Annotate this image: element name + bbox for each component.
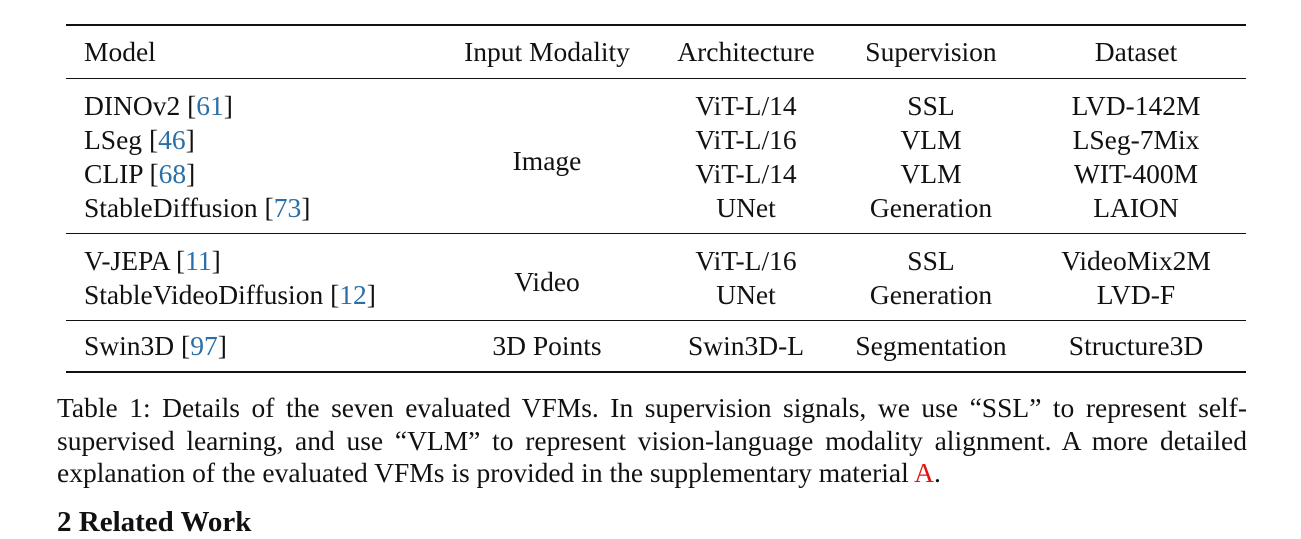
citation-link[interactable]: 12 xyxy=(339,279,367,310)
supervision-cell: Segmentation xyxy=(855,330,1007,361)
header-supervision: Supervision xyxy=(865,36,997,67)
table-row: Swin3D [97] 3D Points Swin3D-L Segmentat… xyxy=(66,321,1246,373)
modality-cell: Image xyxy=(512,145,582,176)
section-heading: 2 Related Work xyxy=(57,506,252,538)
modality-cell: 3D Points xyxy=(492,330,602,361)
supplementary-ref-link[interactable]: A xyxy=(914,457,935,488)
table-row: LSeg [46] ViT-L/16 VLM LSeg-7Mix xyxy=(66,123,1246,157)
table-caption: Table 1: Details of the seven evaluated … xyxy=(57,392,1247,488)
modality-cell: Video xyxy=(514,266,580,297)
architecture-cell: Swin3D-L xyxy=(687,330,805,361)
model-cell: DINOv2 [61] xyxy=(84,90,233,121)
dataset-cell: LVD-F xyxy=(1096,279,1176,310)
table-row: V-JEPA [11] Video ViT-L/16 SSL VideoMix2… xyxy=(66,234,1246,297)
architecture-cell: ViT-L/14 xyxy=(695,158,797,189)
table-row: DINOv2 [61] Image ViT-L/14 SSL LVD-142M xyxy=(66,79,1246,176)
table-row: StableVideoDiffusion [12] UNet Generatio… xyxy=(66,278,1246,321)
architecture-cell: UNet xyxy=(716,279,776,310)
dataset-cell: Structure3D xyxy=(1068,330,1204,361)
header-dataset: Dataset xyxy=(1094,36,1178,67)
supervision-cell: Generation xyxy=(869,192,993,223)
model-cell: Swin3D [97] xyxy=(84,330,227,361)
table-header-row: Model Input Modality Architecture Superv… xyxy=(66,25,1246,79)
table-row: CLIP [68] ViT-L/14 VLM WIT-400M xyxy=(66,157,1246,191)
architecture-cell: UNet xyxy=(716,192,776,223)
citation-link[interactable]: 46 xyxy=(158,124,186,155)
supervision-cell: VLM xyxy=(900,124,962,155)
architecture-cell: ViT-L/16 xyxy=(695,124,797,155)
dataset-cell: WIT-400M xyxy=(1073,158,1199,189)
group-image: DINOv2 [61] Image ViT-L/14 SSL LVD-142M … xyxy=(66,79,1246,234)
header-model: Model xyxy=(84,36,156,67)
model-cell: StableVideoDiffusion [12] xyxy=(84,279,376,310)
model-cell: V-JEPA [11] xyxy=(84,245,221,276)
dataset-cell: LVD-142M xyxy=(1071,90,1201,121)
architecture-cell: ViT-L/16 xyxy=(695,245,797,276)
architecture-cell: ViT-L/14 xyxy=(695,90,797,121)
supervision-cell: VLM xyxy=(900,158,962,189)
citation-link[interactable]: 11 xyxy=(185,245,212,276)
header-input-modality: Input Modality xyxy=(464,36,630,67)
model-cell: LSeg [46] xyxy=(84,124,195,155)
table-container: Model Input Modality Architecture Superv… xyxy=(66,24,1246,373)
dataset-cell: LSeg-7Mix xyxy=(1072,124,1200,155)
vfm-table: Model Input Modality Architecture Superv… xyxy=(66,24,1246,373)
model-cell: CLIP [68] xyxy=(84,158,196,189)
citation-link[interactable]: 61 xyxy=(196,90,224,121)
supervision-cell: SSL xyxy=(907,90,955,121)
table-row: StableDiffusion [73] UNet Generation LAI… xyxy=(66,191,1246,234)
citation-link[interactable]: 73 xyxy=(273,192,302,223)
supervision-cell: SSL xyxy=(907,245,955,276)
dataset-cell: VideoMix2M xyxy=(1061,245,1211,276)
group-3d-points: Swin3D [97] 3D Points Swin3D-L Segmentat… xyxy=(66,321,1246,373)
header-architecture: Architecture xyxy=(677,36,815,67)
citation-link[interactable]: 68 xyxy=(158,158,187,189)
dataset-cell: LAION xyxy=(1093,192,1179,223)
citation-link[interactable]: 97 xyxy=(190,330,218,361)
group-video: V-JEPA [11] Video ViT-L/16 SSL VideoMix2… xyxy=(66,234,1246,321)
supervision-cell: Generation xyxy=(869,279,993,310)
model-cell: StableDiffusion [73] xyxy=(84,192,311,223)
